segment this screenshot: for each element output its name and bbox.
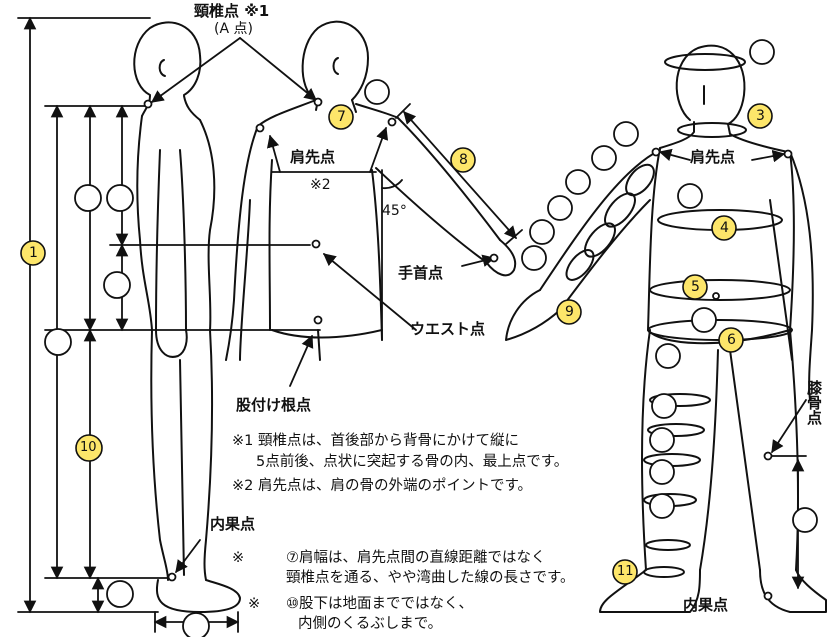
shoulder-point-back-label: 肩先点	[290, 148, 336, 166]
note-3-line-1: ⑦肩幅は、肩先点間の直線距離ではなく	[286, 550, 546, 566]
inner-ankle-right-label: 内果点	[683, 596, 729, 614]
cervical-point-label: 頸椎点 ※1	[194, 2, 270, 20]
back-view-figure	[225, 20, 517, 361]
badge-5: 5	[691, 279, 700, 295]
note-3-mark: ※	[232, 550, 245, 566]
front-view-figure	[505, 44, 827, 613]
badge-9: 9	[565, 304, 574, 320]
shoulder-point-front-label: 肩先点	[690, 148, 736, 166]
badge-8: 8	[459, 152, 468, 168]
badge-10: 10	[80, 440, 97, 455]
note-3-line-2: 頸椎点を通る、やや湾曲した線の長さです。	[286, 570, 575, 586]
shoulder-point-ref-label: ※2	[310, 177, 331, 193]
badge-7: 7	[337, 109, 346, 125]
badge-11: 11	[617, 564, 634, 579]
side-view-figure	[133, 21, 241, 613]
note-2: ※2 肩先点は、肩の骨の外端のポイントです。	[232, 478, 533, 494]
badge-1: 1	[29, 245, 38, 261]
wrist-point-label: 手首点	[398, 264, 444, 282]
inner-ankle-left-label: 内果点	[210, 515, 256, 533]
note-4-line-2: 内側のくるぶしまで。	[298, 616, 443, 632]
note-1-line-1: ※1 頸椎点は、首後部から背骨にかけて縦に	[232, 433, 519, 449]
note-4-mark: ※	[248, 596, 261, 612]
number-badges	[20, 103, 773, 585]
badge-4: 4	[720, 220, 729, 236]
angle-label: 45°	[382, 203, 407, 219]
empty-circles	[44, 39, 818, 637]
note-4-line-1: ⑩股下は地面までではなく、	[286, 596, 473, 612]
waist-point-label: ウエスト点	[410, 320, 486, 338]
landmark-dots	[143, 97, 793, 601]
badge-6: 6	[727, 332, 736, 348]
crotch-point-label: 股付け根点	[236, 396, 312, 414]
a-point-label: (A 点)	[214, 21, 253, 37]
badge-3: 3	[756, 108, 765, 124]
note-1-line-2: 5点前後、点状に突起する骨の内、最上点です。	[256, 454, 569, 470]
knee-point-label: 膝骨点	[805, 380, 823, 425]
